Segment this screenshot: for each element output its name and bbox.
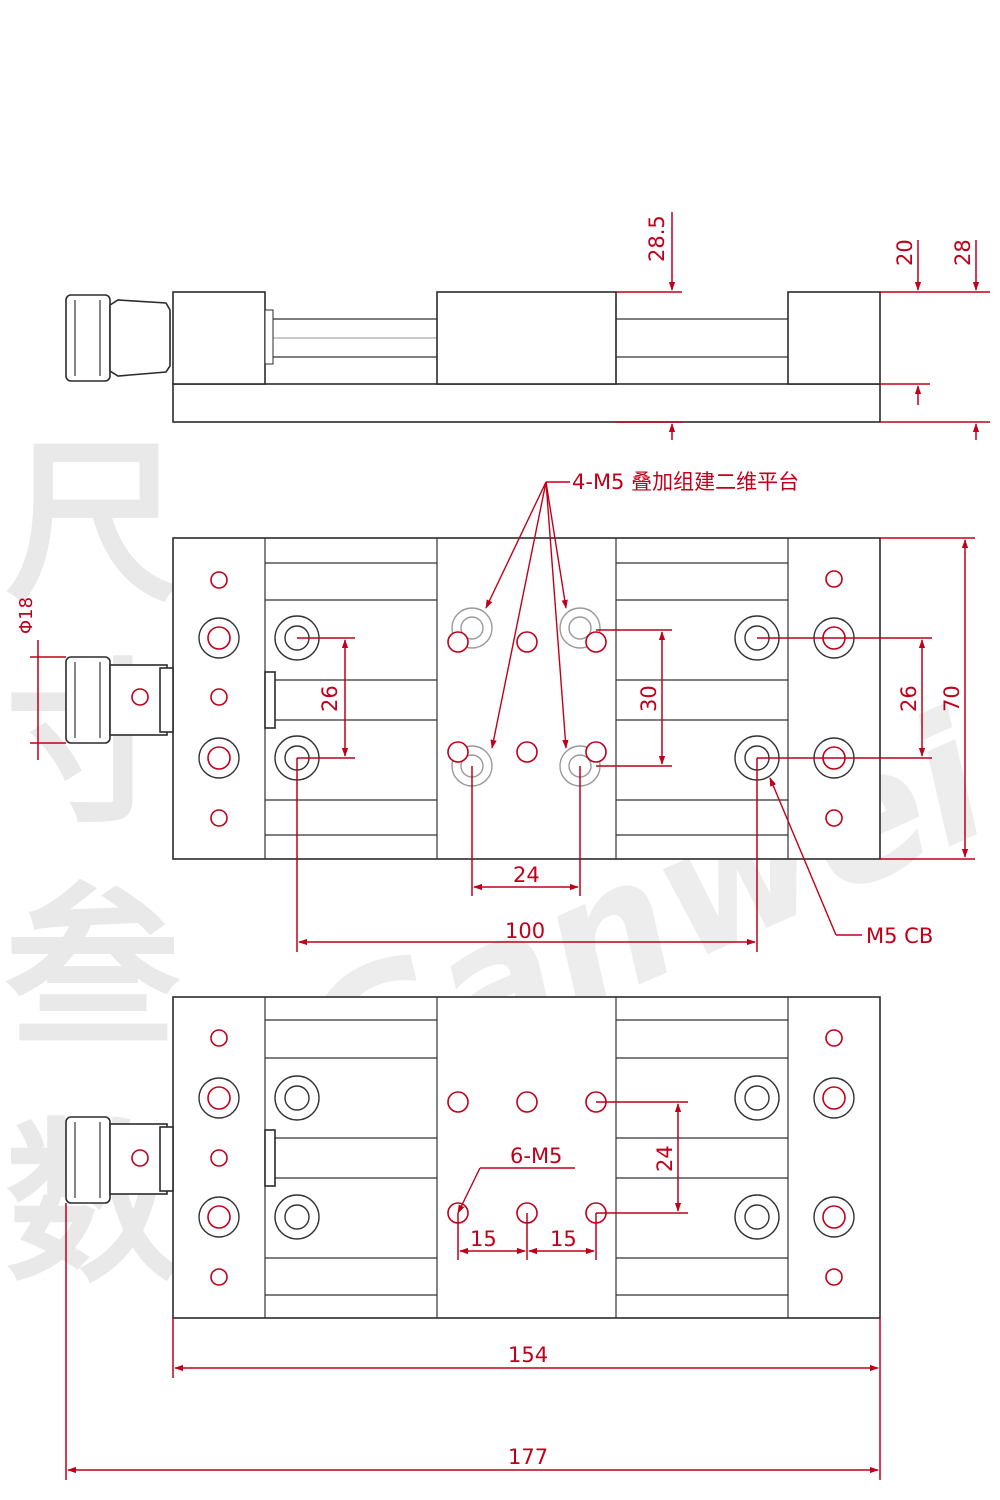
dim-side-28-5: 28.5: [616, 212, 682, 440]
dim-bottom-15-right-text: 15: [550, 1227, 577, 1251]
callout-m5-cb-text: M5 CB: [866, 924, 933, 948]
dim-side-28: 28: [880, 239, 990, 440]
dim-top-26-right: 26: [757, 637, 932, 759]
dim-top-30-text: 30: [637, 685, 661, 712]
bottom-knob: [65, 1116, 111, 1204]
top-body: [172, 537, 881, 860]
top-knob: [65, 656, 111, 744]
dim-bottom-15-left-text: 15: [470, 1227, 497, 1251]
side-right-block: [787, 291, 881, 385]
bottom-body: [172, 996, 881, 1319]
watermark-char-1: 尺: [5, 424, 180, 627]
callout-6-m5: 6-M5: [457, 1144, 575, 1214]
dim-top-30: 30: [596, 629, 672, 767]
side-knob: [65, 294, 111, 382]
dim-bottom-24: 24: [596, 1101, 688, 1214]
dim-top-26-left-text: 26: [318, 685, 342, 712]
dim-side-28-text: 28: [951, 239, 975, 266]
dim-top-26-right-text: 26: [897, 685, 921, 712]
dim-bottom-24-text: 24: [653, 1145, 677, 1172]
watermark-char-3: 叁: [5, 869, 181, 1072]
callout-4-m5-text: 4-M5 叠加组建二维平台: [572, 470, 799, 494]
dim-bottom-154: 154: [172, 1318, 881, 1480]
dim-side-20-text: 20: [893, 239, 917, 266]
dim-top-100-text: 100: [505, 919, 545, 943]
dim-top-24: 24: [471, 766, 581, 896]
side-knob-collar: [109, 299, 171, 377]
dim-top-100: 100: [296, 758, 758, 952]
dim-phi-18: Φ18: [16, 597, 66, 760]
dim-phi-18-text: Φ18: [16, 597, 37, 634]
callout-m5-cb: M5 CB: [769, 777, 933, 948]
dim-side-20: 20: [880, 239, 930, 405]
side-view: 28.5 20 28: [65, 212, 990, 440]
callout-4-m5: 4-M5 叠加组建二维平台: [485, 470, 799, 749]
dim-side-28-5-text: 28.5: [645, 215, 669, 262]
dim-bottom-154-text: 154: [508, 1343, 548, 1367]
callout-6-m5-text: 6-M5: [510, 1144, 562, 1168]
side-carriage: [436, 291, 617, 385]
dim-bottom-177-text: 177: [508, 1445, 548, 1469]
dim-bottom-177: 177: [65, 1203, 879, 1480]
bottom-screw-collar: [264, 1129, 276, 1187]
dim-top-70: 70: [880, 537, 975, 860]
dim-top-24-text: 24: [513, 863, 540, 887]
dim-top-70-text: 70: [940, 685, 964, 712]
side-left-block: [172, 291, 266, 385]
top-view: 4-M5 叠加组建二维平台 Φ18 26 30: [16, 470, 975, 952]
top-screw-collar: [264, 671, 276, 729]
side-base: [172, 383, 881, 423]
bottom-view: 24 6-M5 15 15 154: [65, 996, 881, 1480]
dim-top-26-left: 26: [297, 637, 355, 759]
dim-bottom-15: 15 15: [457, 1213, 597, 1260]
